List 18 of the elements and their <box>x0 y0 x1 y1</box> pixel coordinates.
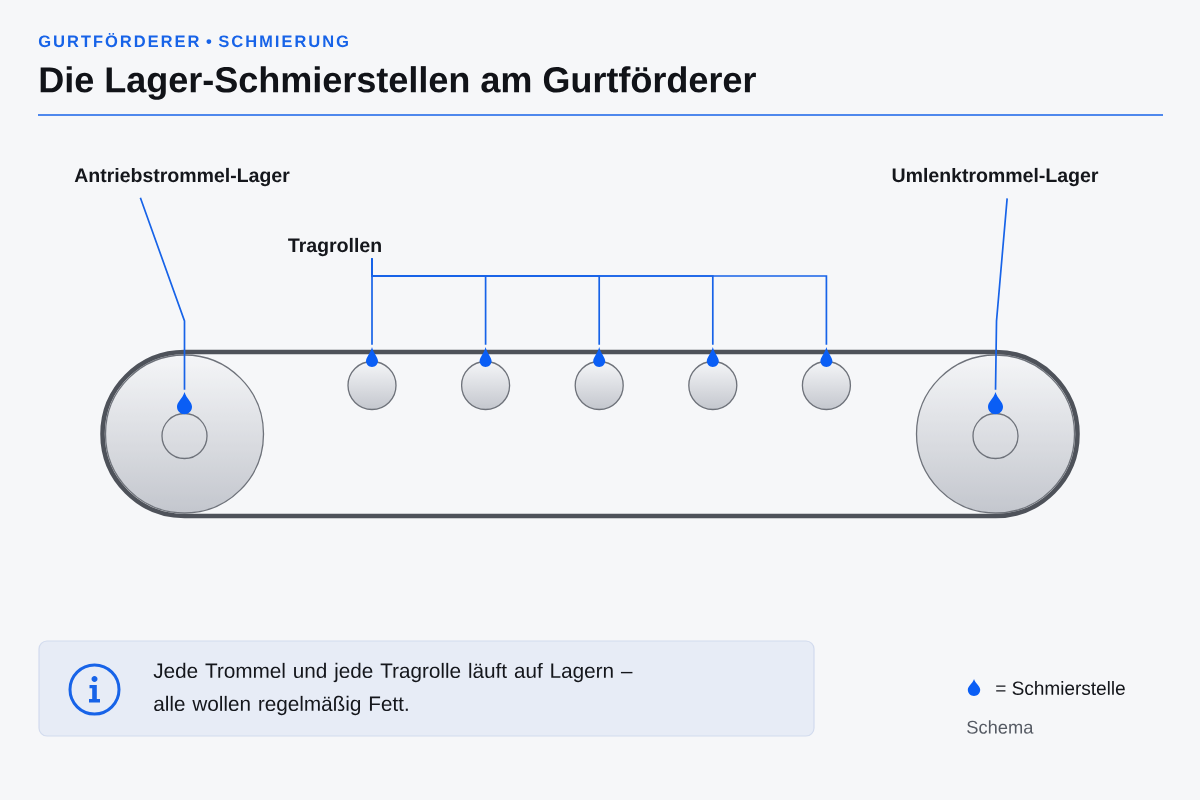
drop-marker <box>988 392 1003 415</box>
callout-label: Antriebstrommel-Lager <box>74 167 290 187</box>
title: Die Lager-Schmierstellen am Gurtförderer <box>40 66 756 100</box>
drop-marker <box>366 347 378 368</box>
leader-line <box>994 197 1008 391</box>
leader-line <box>371 257 828 346</box>
drop-marker <box>479 347 492 368</box>
footer-text: Schema <box>967 720 1034 734</box>
kicker-text: GURTFÖRDERER • SCHMIERUNG <box>38 32 348 48</box>
info-box: Jede Trommel und jede Tragrolle läuft auf Lagern – alle wollen regelmäßig Fett. <box>38 640 815 737</box>
drop-marker <box>177 392 192 415</box>
drop-marker <box>706 347 719 368</box>
leader-line <box>139 196 186 391</box>
legend-text: = Schmierstelle <box>996 681 1125 695</box>
drop-marker <box>820 347 833 368</box>
callout-label: Umlenktrommel-Lager <box>892 167 1099 187</box>
drop-marker <box>593 347 606 368</box>
callout-label: Tragrollen <box>288 237 381 257</box>
